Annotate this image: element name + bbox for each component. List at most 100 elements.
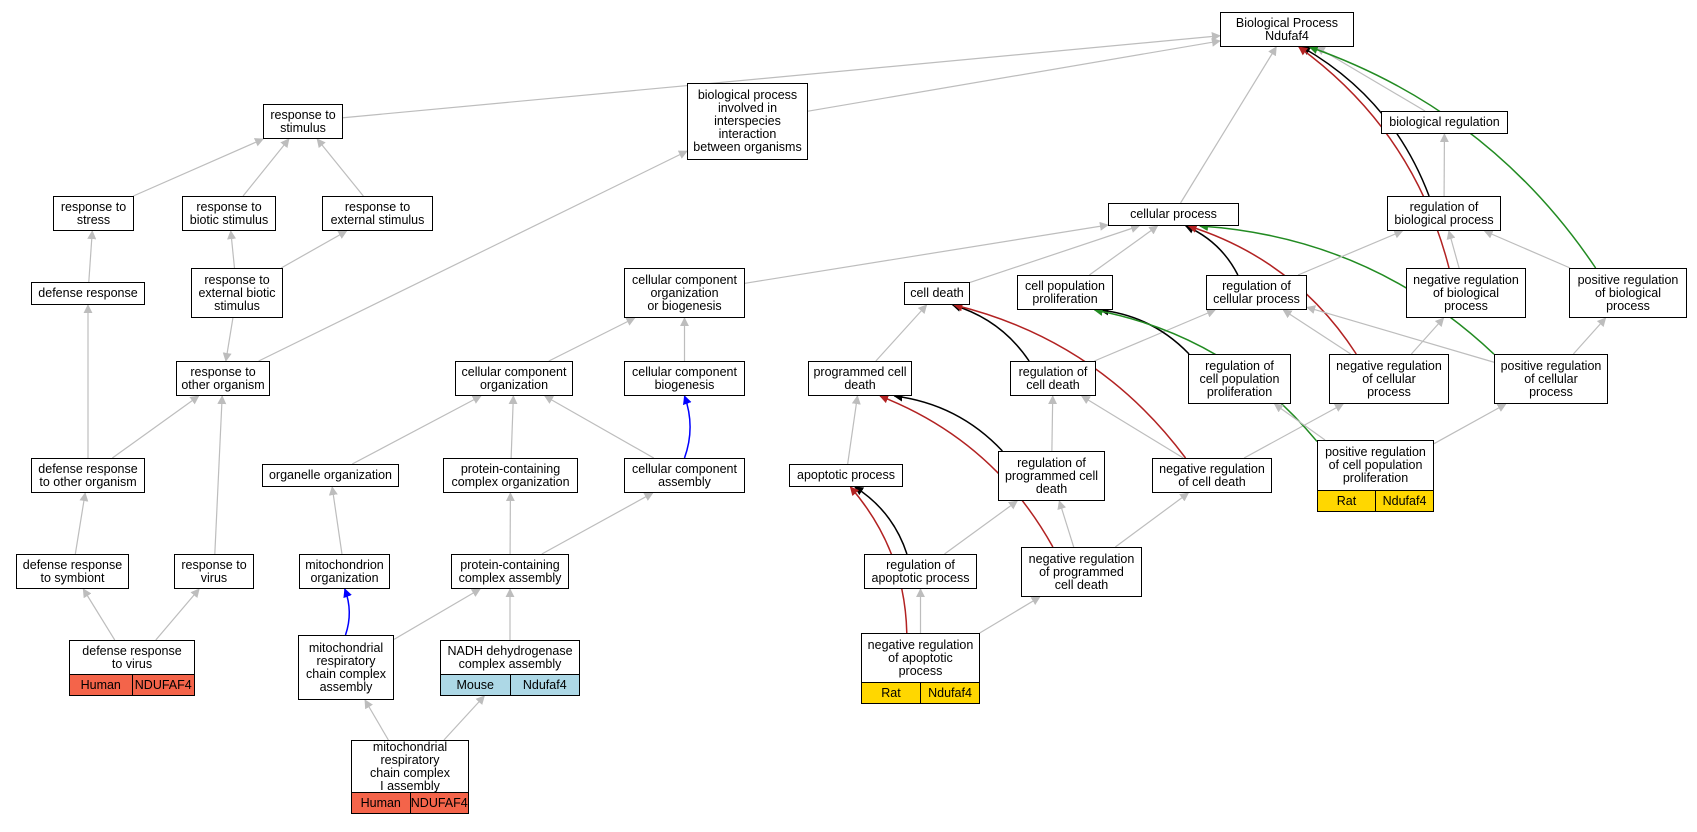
gene-label: Ndufaf4 [1375, 491, 1433, 511]
go-term-neg-reg-cell-death[interactable]: negative regulation of cell death [1152, 458, 1272, 493]
go-term-label: response to virus [181, 557, 247, 585]
edge-mito_resp_chain-to-mito_org [343, 588, 352, 636]
edge-resp_ext-to-resp_stim [316, 138, 364, 197]
go-term-def-virus[interactable]: defense response to virus [69, 640, 195, 675]
go-term-resp-ext-biotic[interactable]: response to external biotic stimulus [191, 268, 283, 318]
go-term-prot-complex-asm[interactable]: protein-containing complex assembly [451, 554, 569, 589]
edge-mito_complex_I-to-mito_resp_chain [364, 699, 389, 741]
edge-resp_stim-to-bp [342, 32, 1221, 119]
go-term-pos-reg-cell-proc[interactable]: positive regulation of cellular process [1494, 354, 1608, 404]
go-term-mito-resp-chain[interactable]: mitochondrial respiratory chain complex … [298, 635, 394, 700]
edge-def_virus-to-resp_virus [155, 588, 200, 641]
go-term-mito-complex-I[interactable]: mitochondrial respiratory chain complex … [351, 740, 469, 793]
go-term-reg-cell-pop[interactable]: regulation of cell population proliferat… [1188, 354, 1291, 404]
edge-reg_prog_death-to-prog_death [893, 392, 1003, 452]
edge-neg_reg_prog_death-to-prog_death [879, 394, 1054, 548]
species-label: Human [80, 678, 121, 692]
edge-def_other_org-to-resp_other_org [112, 395, 200, 459]
go-term-neg-reg-bio[interactable]: negative regulation of biological proces… [1406, 268, 1526, 318]
edge-cc_assembly-to-cc_biogen [683, 395, 692, 459]
go-term-resp-biotic[interactable]: response to biotic stimulus [182, 196, 276, 231]
edge-resp_ext_biotic-to-resp_biotic [227, 230, 237, 269]
edge-prot_complex_org-to-cc_org [508, 395, 518, 459]
go-term-label: negative regulation of apoptotic process [867, 637, 974, 678]
gene-label: Ndufaf4 [509, 675, 580, 695]
edge-prot_complex_asm-to-cc_assembly [541, 492, 654, 555]
edge-cell_proc-to-bp [1180, 46, 1277, 204]
go-term-nadh-asm[interactable]: NADH dehydrogenase complex assembly [440, 640, 580, 675]
go-term-def-resp[interactable]: defense response [31, 282, 145, 305]
go-term-bio-reg[interactable]: biological regulation [1381, 111, 1508, 134]
edge-mito_org-to-organelle_org [328, 486, 343, 555]
edge-reg_bio-to-bp [1301, 46, 1430, 197]
go-term-label: negative regulation of biological proces… [1413, 272, 1519, 313]
edge-resp_biotic-to-resp_stim [242, 138, 290, 197]
go-term-label: regulation of cell death [1018, 364, 1088, 392]
go-term-def-other-org[interactable]: defense response to other organism [31, 458, 145, 493]
edge-resp_virus-to-resp_other_org [214, 395, 227, 555]
go-term-label: biological regulation [1389, 115, 1500, 129]
go-term-pos-reg-bio[interactable]: positive regulation of biological proces… [1569, 268, 1687, 318]
edge-neg_reg_bio-to-bp [1298, 46, 1450, 269]
go-term-cell-pop-prolif[interactable]: cell population proliferation [1017, 275, 1113, 310]
edge-pos_reg_cell_proc-to-cell_proc [1198, 222, 1495, 355]
go-term-reg-cell-proc[interactable]: regulation of cellular process [1206, 275, 1307, 310]
go-term-label: cell population proliferation [1025, 278, 1105, 306]
go-term-cc-assembly[interactable]: cellular component assembly [624, 458, 745, 493]
edge-bio_reg-to-bp [1315, 46, 1426, 112]
go-term-bp[interactable]: Biological Process Ndufaf4 [1220, 12, 1354, 47]
go-term-cc-org[interactable]: cellular component organization [455, 361, 573, 396]
go-term-pos-reg-cell-pop[interactable]: positive regulation of cell population p… [1317, 440, 1434, 491]
go-term-resp-ext[interactable]: response to external stimulus [322, 196, 433, 231]
go-term-neg-reg-cell-proc[interactable]: negative regulation of cellular process [1329, 354, 1449, 404]
edge-cc_org-to-cc_org_bio [548, 317, 636, 362]
go-term-label: response to external biotic stimulus [198, 272, 276, 313]
go-term-reg-apoptotic[interactable]: regulation of apoptotic process [864, 554, 977, 589]
go-term-label: biological process involved in interspec… [693, 88, 802, 154]
edge-neg_reg_prog_death-to-reg_prog_death [1057, 500, 1075, 548]
go-term-reg-cell-death[interactable]: regulation of cell death [1010, 361, 1096, 396]
edge-pos_reg_cell_pop-to-pos_reg_cell_proc [1433, 403, 1507, 445]
go-term-label: cellular process [1130, 207, 1217, 221]
go-term-reg-bio[interactable]: regulation of biological process [1387, 196, 1501, 231]
edge-cc_assembly-to-cc_org [543, 395, 655, 459]
go-term-prog-death[interactable]: programmed cell death [808, 361, 912, 396]
go-term-resp-virus[interactable]: response to virus [174, 554, 254, 589]
edge-def_resp-to-resp_stress [87, 230, 97, 283]
go-term-label: response to stimulus [270, 107, 336, 135]
go-term-reg-prog-death[interactable]: regulation of programmed cell death [998, 451, 1105, 501]
go-term-label: response to other organism [181, 364, 265, 392]
edge-neg_reg_apoptotic-to-neg_reg_prog_death [979, 596, 1041, 634]
species-label: Human [360, 796, 401, 810]
go-term-prot-complex-org[interactable]: protein-containing complex organization [443, 458, 578, 493]
go-term-resp-stress[interactable]: response to stress [53, 196, 134, 231]
go-term-label: cellular component organization [461, 364, 567, 392]
go-term-resp-stim[interactable]: response to stimulus [263, 104, 343, 139]
edge-resp_ext_biotic-to-resp_other_org [222, 317, 234, 362]
go-term-bp-interspecies[interactable]: biological process involved in interspec… [687, 83, 808, 160]
go-term-apoptotic[interactable]: apoptotic process [789, 464, 903, 487]
go-term-cc-biogen[interactable]: cellular component biogenesis [624, 361, 745, 396]
go-term-organelle-org[interactable]: organelle organization [262, 464, 399, 487]
go-term-mito-org[interactable]: mitochondrion organization [299, 554, 390, 589]
go-term-cc-org-bio[interactable]: cellular component organization or bioge… [624, 268, 745, 318]
edge-mito_complex_I-to-nadh_asm [443, 695, 485, 741]
go-term-label: regulation of programmed cell death [1004, 455, 1099, 496]
edge-bp_interspecies-to-bp [807, 37, 1221, 112]
edge-resp_stress-to-resp_stim [133, 138, 264, 197]
go-term-neg-reg-prog-death[interactable]: negative regulation of programmed cell d… [1021, 547, 1142, 597]
edge-organelle_org-to-cc_org [351, 395, 482, 465]
go-term-def-symbiont[interactable]: defense response to symbiont [16, 554, 129, 589]
go-term-label: regulation of apoptotic process [871, 557, 970, 585]
go-term-label: negative regulation of cell death [1159, 461, 1265, 489]
go-term-cell-death[interactable]: cell death [904, 282, 970, 305]
go-term-cell-proc[interactable]: cellular process [1108, 203, 1239, 226]
go-term-neg-reg-apoptotic[interactable]: negative regulation of apoptotic process [861, 633, 980, 683]
go-term-resp-other-org[interactable]: response to other organism [176, 361, 270, 396]
edge-pos_reg_cell_proc-to-reg_cell_proc [1306, 305, 1495, 363]
